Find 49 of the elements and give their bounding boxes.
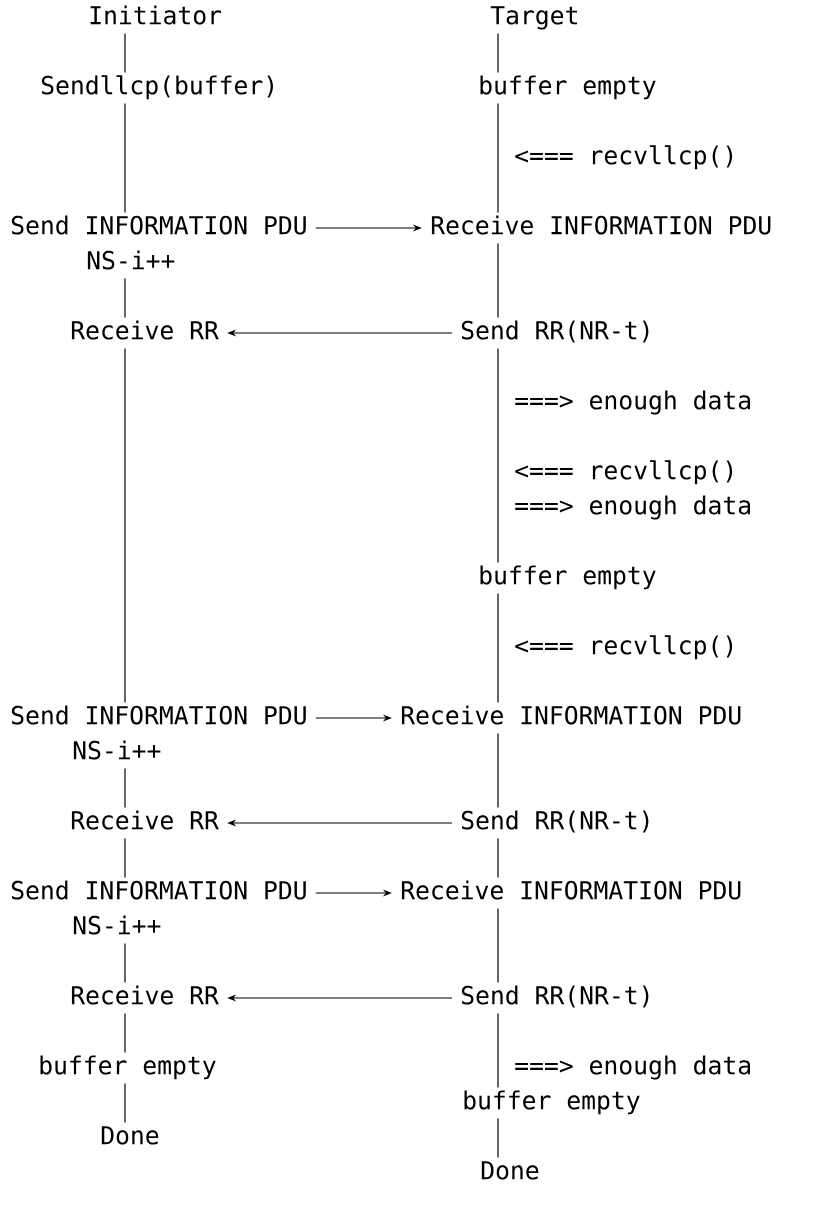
lifeline bbox=[124, 1012, 126, 1054]
step-text: Receive RR bbox=[71, 985, 219, 1005]
step-text: Send INFORMATION PDU bbox=[11, 880, 306, 900]
step-text: Sendllcp(buffer) bbox=[41, 75, 273, 100]
lifeline bbox=[124, 1082, 126, 1124]
step-text: buffer empty bbox=[40, 1055, 216, 1080]
annotation: <=== recvllcp() bbox=[515, 635, 733, 660]
lifeline bbox=[124, 102, 126, 214]
step-text: Receive INFORMATION PDU bbox=[401, 705, 741, 725]
step-text: Send RR(NR-t) bbox=[461, 320, 649, 343]
lifeline bbox=[497, 907, 499, 984]
lifeline bbox=[124, 837, 126, 879]
lifeline bbox=[124, 347, 126, 704]
step-text: NS-i++ bbox=[73, 740, 161, 760]
step-text: Receive RR bbox=[71, 320, 219, 340]
step-text: Receive INFORMATION PDU bbox=[431, 215, 771, 235]
step-text: Receive RR bbox=[71, 810, 219, 830]
lifeline bbox=[124, 767, 126, 809]
lifeline bbox=[497, 32, 499, 74]
lifeline bbox=[497, 837, 499, 879]
lifeline bbox=[497, 102, 499, 214]
step-text: NS-i++ bbox=[87, 250, 175, 270]
annotation: ===> enough data bbox=[515, 390, 750, 415]
step-text: NS-i++ bbox=[73, 915, 161, 935]
annotation: ===> enough data bbox=[515, 495, 750, 520]
lifeline bbox=[124, 942, 126, 984]
lifeline bbox=[124, 277, 126, 319]
step-text: Send RR(NR-t) bbox=[461, 810, 649, 833]
participant-name: Initiator bbox=[90, 5, 222, 25]
step-text: Done bbox=[481, 1161, 539, 1180]
step-text: Send INFORMATION PDU bbox=[11, 705, 306, 725]
step-text: buffer empty bbox=[480, 565, 656, 590]
lifeline bbox=[497, 242, 499, 319]
annotation: ===> enough data bbox=[515, 1055, 750, 1080]
step-text: Send RR(NR-t) bbox=[461, 985, 649, 1008]
lifeline bbox=[497, 1012, 499, 1089]
lifeline bbox=[497, 347, 499, 564]
step-text: Receive INFORMATION PDU bbox=[401, 880, 741, 900]
step-text: buffer empty bbox=[480, 75, 656, 100]
lifeline bbox=[124, 32, 126, 74]
lifeline bbox=[497, 732, 499, 809]
lifeline bbox=[497, 592, 499, 704]
participant-name: Target bbox=[490, 6, 577, 30]
lifeline bbox=[497, 1117, 499, 1159]
step-text: Send INFORMATION PDU bbox=[11, 215, 306, 235]
annotation: <=== recvllcp() bbox=[515, 145, 733, 170]
step-text: buffer empty bbox=[464, 1090, 640, 1115]
annotation: <=== recvllcp() bbox=[515, 460, 733, 485]
step-text: Done bbox=[101, 1126, 159, 1145]
